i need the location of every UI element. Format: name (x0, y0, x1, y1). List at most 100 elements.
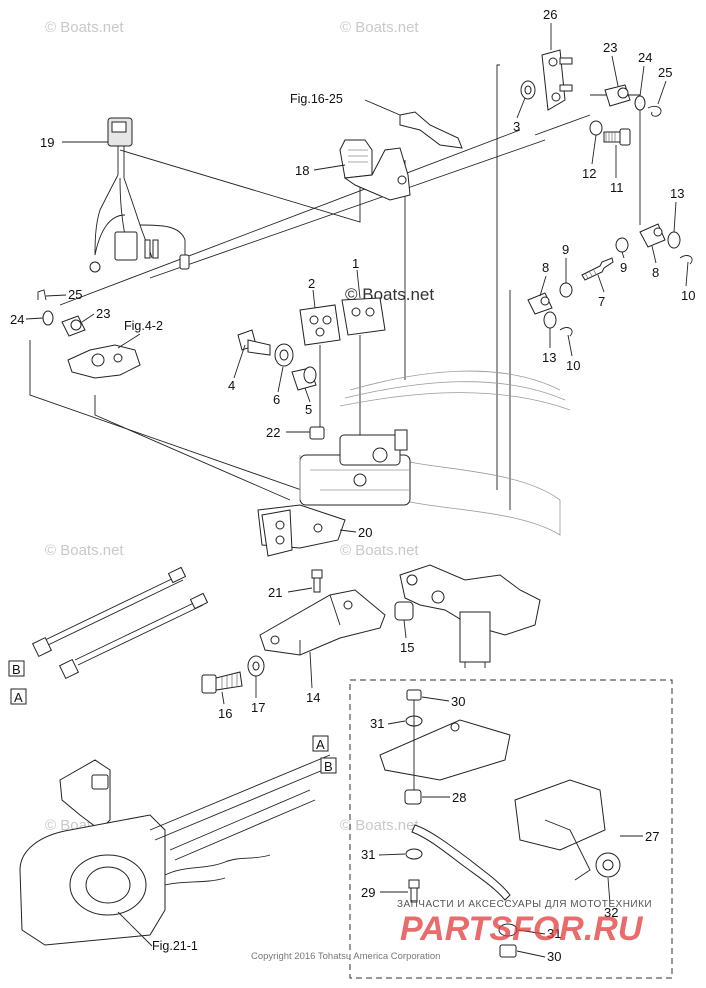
callout-25: 25 (658, 65, 672, 80)
callout-28: 28 (452, 790, 466, 805)
part-24-washer (634, 95, 646, 111)
part-21-bolt (311, 569, 323, 593)
part-25-clip (647, 105, 662, 117)
label-box-B-1: B (8, 660, 25, 677)
part-4-pin (237, 329, 271, 356)
callout-23: 23 (96, 306, 110, 321)
callout-14: 14 (306, 690, 320, 705)
watermark: © Boats.net (340, 542, 419, 559)
callout-2: 2 (308, 276, 315, 291)
part-13-washer-left (543, 311, 557, 329)
part-12-washer (589, 120, 603, 136)
part-17-washer (247, 655, 265, 677)
callout-21: 21 (268, 585, 282, 600)
part-23-joint (604, 84, 631, 107)
figure-ref-21-1: Fig.21-1 (152, 939, 198, 953)
callout-24: 24 (10, 312, 24, 327)
engine-lower-casting (399, 564, 541, 668)
callout-20: 20 (358, 525, 372, 540)
callout-10: 10 (681, 288, 695, 303)
part-8-joint-left (527, 292, 553, 315)
callout-25: 25 (68, 287, 82, 302)
callout-32: 32 (604, 905, 618, 920)
part-16-bolt (201, 671, 243, 694)
part-11-bolt (603, 128, 631, 146)
callout-18: 18 (295, 163, 309, 178)
callout-17: 17 (251, 700, 265, 715)
callout-13: 13 (670, 186, 684, 201)
part-8-joint-right (639, 223, 666, 248)
label-A: A (316, 737, 325, 752)
control-cables (31, 566, 209, 680)
remote-control-box (19, 754, 336, 946)
engine-outline (299, 370, 571, 536)
fig16-part (399, 111, 463, 149)
callout-30: 30 (451, 694, 465, 709)
assembly-27-box (349, 679, 673, 979)
part-9-washer-right (615, 237, 629, 253)
label-box-A-1: A (10, 688, 27, 705)
callout-12: 12 (582, 166, 596, 181)
watermark: © Boats.net (45, 542, 124, 559)
callout-6: 6 (273, 392, 280, 407)
callout-16: 16 (218, 706, 232, 721)
part-9-washer-left (559, 282, 573, 298)
part-26-link (541, 49, 573, 111)
part-3-washer (520, 80, 536, 100)
callout-8: 8 (542, 260, 549, 275)
callout-10: 10 (566, 358, 580, 373)
callout-labels: 1 2 3 4 5 6 7 8 8 9 9 10 10 11 12 13 13 … (10, 7, 695, 964)
callout-24: 24 (638, 50, 652, 65)
part-2-plate (299, 304, 341, 346)
callout-30: 30 (547, 949, 561, 964)
callout-31: 31 (370, 716, 384, 731)
part-18-bracket (339, 139, 411, 201)
part-10-clip-left (559, 327, 573, 337)
callout-leaders (25, 23, 689, 958)
callout-23: 23 (603, 40, 617, 55)
callout-9: 9 (562, 242, 569, 257)
callout-15: 15 (400, 640, 414, 655)
callout-1: 1 (352, 256, 359, 271)
figure-ref-16-25: Fig.16-25 (290, 92, 343, 106)
part-10-clip-right (679, 255, 693, 265)
figure-ref-4-2: Fig.4-2 (124, 319, 163, 333)
part-22-nut (309, 426, 325, 440)
callout-7: 7 (598, 294, 605, 309)
part-19-wiring-harness (89, 117, 190, 273)
callout-11: 11 (610, 180, 624, 195)
part-20-bracket (257, 504, 346, 557)
label-box-A-2: A (312, 735, 329, 752)
callout-22: 22 (266, 425, 280, 440)
part-25-clip-left (37, 289, 47, 301)
part-7-rod (581, 257, 614, 281)
callout-29: 29 (361, 885, 375, 900)
callout-8: 8 (652, 265, 659, 280)
label-box-B-2: B (320, 757, 337, 774)
part-1-plate (341, 297, 386, 336)
callout-31: 31 (547, 926, 561, 941)
callout-13: 13 (542, 350, 556, 365)
promo-brand: PARTSFOR.RU (400, 910, 644, 948)
watermark: © Boats.net (340, 817, 419, 834)
callout-26: 26 (543, 7, 557, 22)
callout-31: 31 (361, 847, 375, 862)
part-15-bushing (394, 601, 414, 621)
fig4-part (67, 344, 141, 379)
label-B: B (324, 759, 333, 774)
callout-5: 5 (305, 402, 312, 417)
callout-27: 27 (645, 829, 659, 844)
label-A: A (14, 690, 23, 705)
part-5-collar (291, 366, 317, 391)
callout-4: 4 (228, 378, 235, 393)
label-B: B (12, 662, 21, 677)
callout-19: 19 (40, 135, 54, 150)
part-23-joint-left (61, 315, 86, 337)
part-13-washer-right (667, 231, 681, 249)
watermark: © Boats.net (45, 19, 124, 36)
part-24-washer-left (42, 310, 54, 326)
copyright-text: Copyright 2016 Tohatsu America Corporati… (251, 951, 440, 962)
promo-tagline: ЗАПЧАСТИ И АКСЕССУАРЫ ДЛЯ МОТОТЕХНИКИ (397, 899, 652, 910)
callout-9: 9 (620, 260, 627, 275)
